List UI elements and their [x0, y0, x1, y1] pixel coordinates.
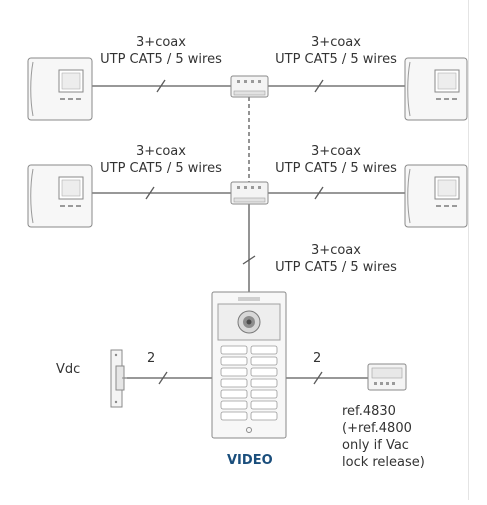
slash-top-left — [156, 79, 166, 93]
conductors-text: 3+coax — [136, 144, 186, 159]
cable-text: UTP CAT5 / 5 wires — [100, 161, 222, 176]
cable-text: UTP CAT5 / 5 wires — [275, 161, 397, 176]
entrance-panel — [211, 291, 287, 439]
distributor-top — [230, 75, 269, 98]
label-mid-right: 3+coax UTP CAT5 / 5 wires — [268, 143, 404, 177]
power-supply-note-line3: lock release) — [342, 455, 425, 470]
slash-supply — [313, 371, 323, 385]
label-vertical: 3+coax UTP CAT5 / 5 wires — [268, 242, 404, 276]
label-mid-left: 3+coax UTP CAT5 / 5 wires — [96, 143, 226, 177]
lock-voltage-label: Vdc — [56, 362, 81, 377]
power-supply-note: ref.4830 (+ref.4800 only if Vac lock rel… — [342, 403, 425, 471]
label-top-right: 3+coax UTP CAT5 / 5 wires — [268, 34, 404, 68]
label-top-left: 3+coax UTP CAT5 / 5 wires — [96, 34, 226, 68]
conductors-text: 3+coax — [136, 35, 186, 50]
monitor-top-right — [404, 57, 468, 121]
slash-lock — [158, 371, 168, 385]
power-supply-unit — [367, 363, 407, 391]
slash-top-right — [314, 79, 324, 93]
lock-wire-count: 2 — [147, 351, 156, 366]
slash-vertical — [242, 255, 256, 265]
panel-push-buttons — [220, 345, 278, 421]
power-supply-note-line2: only if Vac — [342, 438, 409, 453]
slash-mid-left — [145, 186, 155, 200]
conductors-text: 3+coax — [311, 35, 361, 50]
conductors-text: 3+coax — [311, 144, 361, 159]
cable-text: UTP CAT5 / 5 wires — [275, 260, 397, 275]
power-supply-ref: ref.4830 — [342, 404, 396, 419]
lock-release — [110, 349, 127, 408]
supply-wire-count: 2 — [313, 351, 322, 366]
cable-text: UTP CAT5 / 5 wires — [275, 52, 397, 67]
panel-title: VIDEO — [227, 453, 273, 468]
cable-text: UTP CAT5 / 5 wires — [100, 52, 222, 67]
distributor-mid — [230, 181, 269, 205]
monitor-mid-right — [404, 164, 468, 228]
monitor-mid-left — [27, 164, 93, 228]
frame-border — [468, 0, 469, 500]
slash-mid-right — [314, 186, 324, 200]
monitor-top-left — [27, 57, 93, 121]
conductors-text: 3+coax — [311, 243, 361, 258]
power-supply-note-line1: (+ref.4800 — [342, 421, 412, 436]
